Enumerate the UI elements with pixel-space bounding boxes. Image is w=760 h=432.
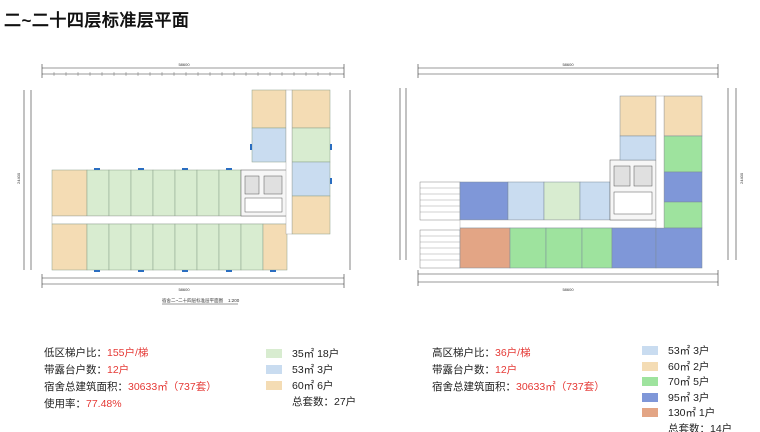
page-title: 二~二十四层标准层平面: [4, 11, 190, 30]
legend-item: 60㎡ 6户: [266, 377, 356, 393]
legend-total: 总套数：27户: [292, 395, 357, 408]
area-row: 宿舍总建筑面积：30633㎡（737套）: [432, 381, 605, 393]
bottom-dimension-label: 58600: [178, 287, 190, 292]
legend-item: 53㎡ 3户: [642, 343, 732, 359]
legend-swatch: [266, 364, 282, 374]
high-zone-legend: 53㎡ 3户 60㎡ 2户 70㎡ 5户 95㎡ 3户 130㎡ 1户 总套数：…: [642, 343, 732, 432]
usage-row: 使用率：77.48%: [44, 398, 122, 410]
low-zone-legend: 35㎡ 18户 53㎡ 3户 60㎡ 6户 总套数：27户: [266, 345, 356, 409]
top-dimension-label: 58600: [178, 62, 190, 67]
right-bottom-dimension-label: 58600: [562, 287, 574, 292]
high-zone-floor-plan: 58600 24400: [398, 60, 748, 300]
high-lower-units: [459, 227, 657, 269]
balcony-row: 带露台户数：12户: [432, 364, 518, 376]
stair-ratio-row: 高区梯户比：36户/梯: [432, 347, 531, 359]
high-upper-units: [459, 181, 611, 221]
circulation-core: [240, 169, 288, 217]
legend-item: 95㎡ 3户: [642, 390, 732, 406]
legend-swatch: [642, 361, 658, 371]
legend-item: 130㎡ 1户: [642, 405, 732, 421]
plan-scale: 1:200: [228, 298, 240, 303]
legend-swatch: [266, 348, 282, 358]
legend-total: 总套数：14户: [668, 422, 733, 432]
area-row: 宿舍总建筑面积：30633㎡（737套）: [44, 381, 217, 393]
stair-ratio-value: 36户/梯: [495, 347, 531, 359]
lower-wing-units: [51, 223, 288, 271]
legend-item: 70㎡ 5户: [642, 374, 732, 390]
legend-swatch: [642, 346, 658, 356]
balcony-row: 带露台户数：12户: [44, 364, 130, 376]
right-side-dimension-label: 24400: [739, 172, 744, 184]
legend-swatch: [266, 380, 282, 390]
usage-value: 77.48%: [86, 398, 122, 410]
right-top-dimension-label: 58600: [562, 62, 574, 67]
high-zone-stats: 高区梯户比：36户/梯 带露台户数：12户 宿舍总建筑面积：30633㎡（737…: [432, 345, 605, 396]
high-vertical-units: [619, 95, 703, 269]
upper-wing-units: [51, 169, 242, 217]
low-zone-floor-plan: 58600 24400: [14, 60, 364, 328]
legend-swatch: [642, 392, 658, 402]
area-value: 30633㎡（737套）: [128, 381, 217, 393]
legend-item: 60㎡ 2户: [642, 359, 732, 375]
legend-item: 53㎡ 3户: [266, 361, 356, 377]
legend-item: 35㎡ 18户: [266, 345, 356, 361]
low-zone-stats: 低区梯户比：155户/梯 带露台户数：12户 宿舍总建筑面积：30633㎡（73…: [44, 345, 217, 413]
stair-ratio-row: 低区梯户比：155户/梯: [44, 347, 149, 359]
balcony-value: 12户: [495, 364, 518, 376]
top-dimension-chain: [41, 64, 345, 78]
legend-swatch: [642, 408, 658, 418]
legend-swatch: [642, 377, 658, 387]
balcony-value: 12户: [107, 364, 130, 376]
area-value: 30633㎡（737套）: [516, 381, 605, 393]
plan-caption: 宿舍二~二十四层标准层平面图: [162, 297, 224, 304]
side-dimension-label: 24400: [16, 172, 21, 184]
stair-ratio-value: 155户/梯: [107, 347, 149, 359]
